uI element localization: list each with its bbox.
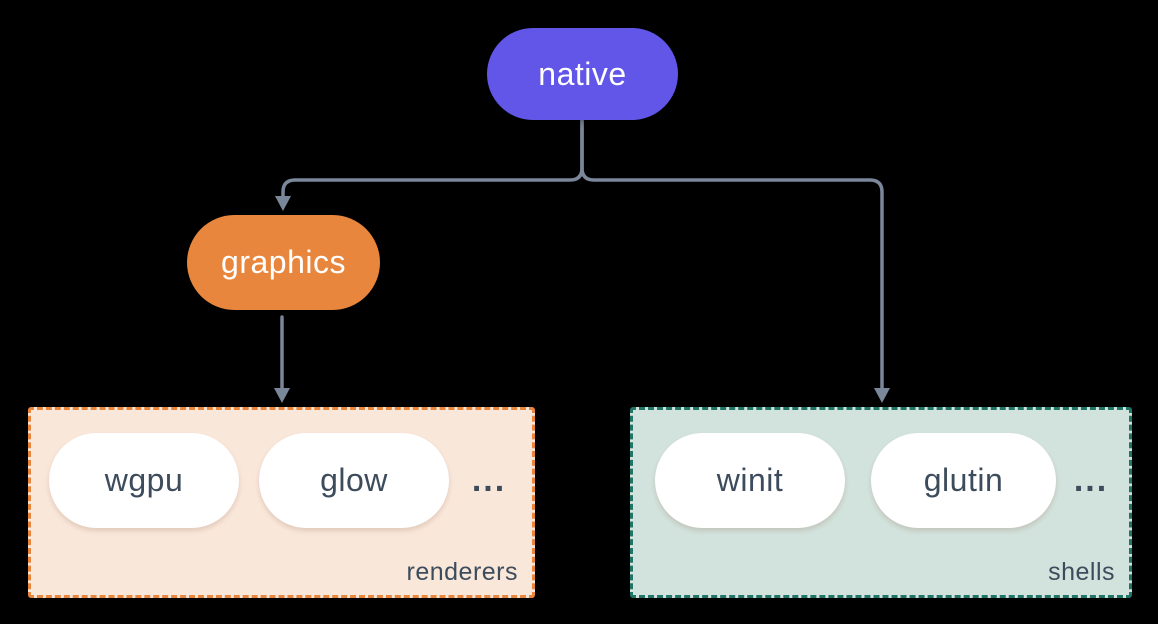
pill-wgpu: wgpu (49, 433, 239, 528)
node-graphics: graphics (187, 215, 380, 310)
group-renderers: wgpu glow ... renderers (28, 407, 535, 598)
arrow-down-icon (874, 388, 890, 403)
pill-winit-label: winit (716, 462, 784, 498)
pill-wgpu-label: wgpu (104, 462, 184, 498)
node-native: native (487, 28, 678, 120)
edge-native-to-graphics (281, 119, 584, 199)
ellipsis-renderers: ... (471, 461, 507, 499)
node-graphics-label: graphics (221, 244, 346, 280)
edge-native-to-shells (580, 119, 884, 391)
arrow-down-icon (274, 388, 290, 403)
node-native-label: native (538, 55, 627, 92)
group-shells-label: shells (1048, 558, 1115, 586)
group-shells: winit glutin ... shells (630, 407, 1132, 598)
group-renderers-label: renderers (406, 558, 518, 586)
pill-glow-label: glow (320, 462, 388, 498)
pill-winit: winit (655, 433, 845, 528)
arrow-down-icon (275, 196, 291, 211)
pill-glutin-label: glutin (923, 462, 1004, 498)
pill-glow: glow (259, 433, 449, 528)
pill-glutin: glutin (871, 433, 1056, 528)
ellipsis-shells: ... (1073, 461, 1109, 499)
